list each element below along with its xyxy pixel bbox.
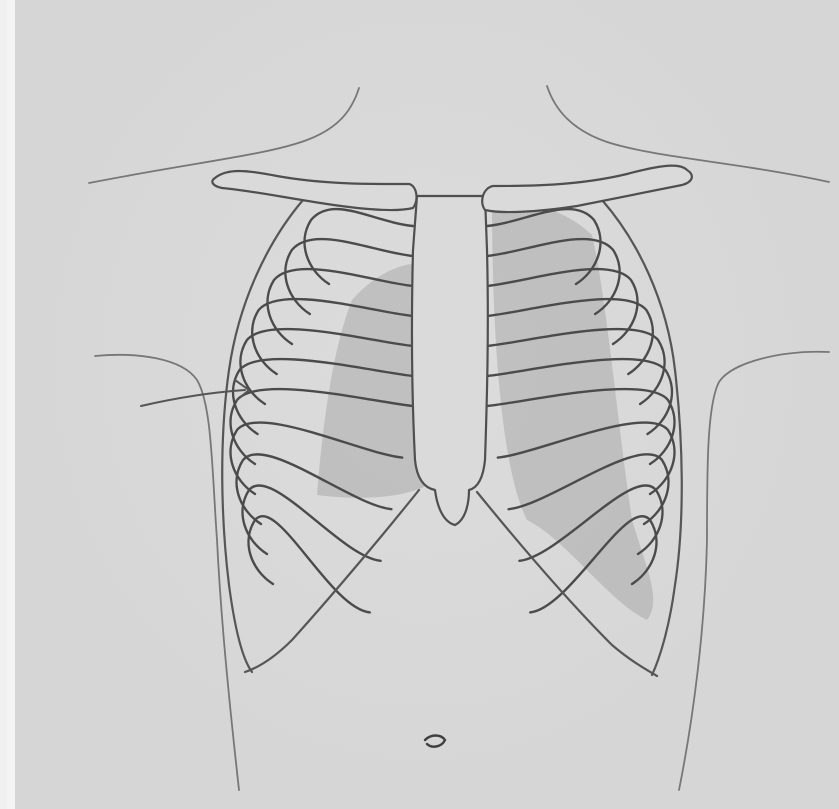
torso-left-line: [95, 355, 239, 790]
clavicle-right: [482, 166, 692, 212]
sternum: [412, 196, 488, 525]
neck-left-line: [89, 88, 359, 183]
neck-right-line: [547, 86, 829, 182]
rib-cage-diagram: [7, 0, 839, 809]
costal-margin-left: [245, 490, 419, 672]
shaded-region-right: [492, 200, 653, 620]
arrow-shaft: [141, 390, 245, 406]
rib-left: [249, 516, 370, 612]
torso-right-line: [679, 352, 829, 790]
navel-mark: [425, 736, 445, 747]
clavicle-left: [212, 171, 416, 210]
navel: [425, 736, 445, 747]
